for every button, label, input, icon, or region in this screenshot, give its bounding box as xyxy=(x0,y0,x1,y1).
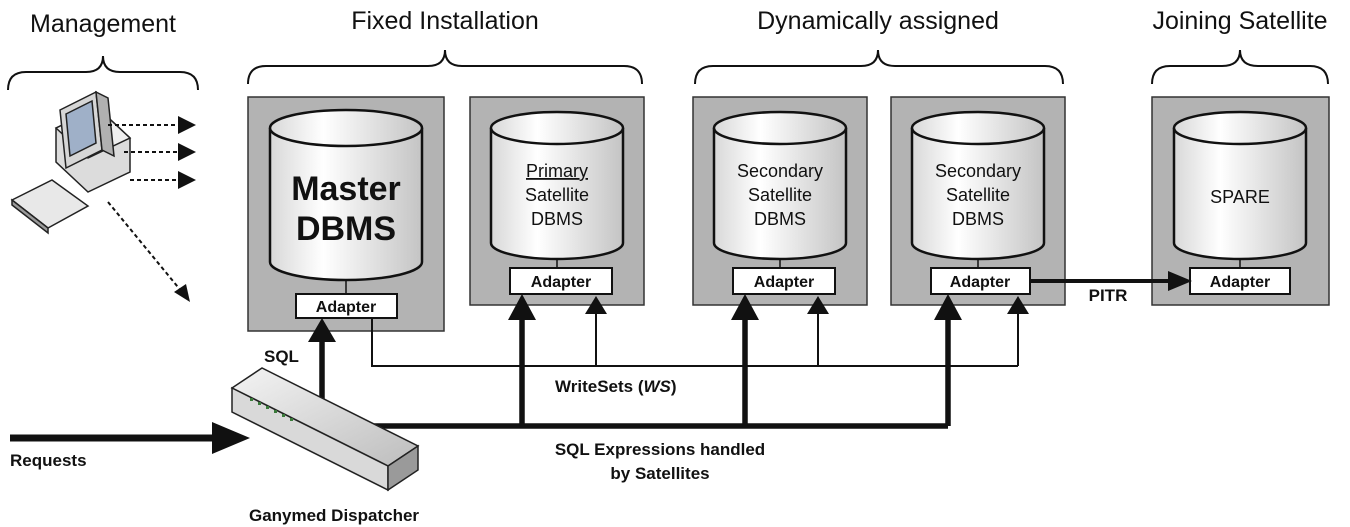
spare-label: SPARE xyxy=(1210,187,1270,207)
sql-label: SQL xyxy=(264,347,299,366)
adapter-secondary1-label: Adapter xyxy=(754,274,814,291)
secondary1-label-3: DBMS xyxy=(754,209,806,229)
cylinder-master xyxy=(268,108,424,282)
writesets-arrowhead-secondary1 xyxy=(807,296,829,314)
mgmt-arrowhead-1 xyxy=(178,116,196,134)
group-braces xyxy=(7,49,1329,91)
primary-label-2: Satellite xyxy=(525,185,589,205)
writesets-arrowhead-secondary2 xyxy=(1007,296,1029,314)
adapter-primary-label: Adapter xyxy=(531,274,591,291)
dispatcher-device xyxy=(230,367,420,492)
sql-arrowhead-master xyxy=(308,318,336,342)
secondary2-label-3: DBMS xyxy=(952,209,1004,229)
requests-label: Requests xyxy=(10,451,87,470)
mgmt-arrow-4 xyxy=(107,201,183,293)
header-dynamically-assigned: Dynamically assigned xyxy=(757,7,999,35)
adapter-secondary-2 xyxy=(930,267,1031,295)
adapter-secondary-1 xyxy=(732,267,836,295)
adapter-master-label: Adapter xyxy=(316,299,376,316)
secondary2-label-2: Satellite xyxy=(946,185,1010,205)
cylinder-secondary-2 xyxy=(910,110,1046,261)
primary-label-1: Primary xyxy=(526,161,588,181)
cylinder-secondary-1 xyxy=(712,110,848,261)
cylinder-spare xyxy=(1172,110,1308,261)
secondary1-label-2: Satellite xyxy=(748,185,812,205)
header-joining-satellite: Joining Satellite xyxy=(1152,7,1327,35)
adapter-spare xyxy=(1189,267,1291,295)
writesets-bus xyxy=(371,318,1018,367)
requests-arrowhead xyxy=(212,422,250,454)
header-fixed-installation: Fixed Installation xyxy=(351,7,539,35)
brace-dynamic xyxy=(694,49,1064,85)
brace-management xyxy=(7,55,199,91)
writesets-arrowhead-primary xyxy=(585,296,607,314)
writesets-label: WriteSets (WS) xyxy=(555,377,677,396)
adapter-master xyxy=(295,293,398,319)
sql-arrowhead-secondary2 xyxy=(934,294,962,320)
header-management: Management xyxy=(30,10,176,38)
dispatcher-label: Ganymed Dispatcher xyxy=(249,506,419,525)
mgmt-arrowhead-2 xyxy=(178,143,196,161)
pitr-arrowhead xyxy=(1168,271,1192,291)
brace-fixed xyxy=(247,49,643,85)
pitr-label: PITR xyxy=(1089,286,1128,305)
mgmt-arrowhead-3 xyxy=(178,171,196,189)
master-label-2: DBMS xyxy=(296,210,396,248)
sql-expressions-label-1: SQL Expressions handled xyxy=(555,440,765,459)
primary-label-3: DBMS xyxy=(531,209,583,229)
adapter-spare-label: Adapter xyxy=(1210,274,1270,291)
sql-arrowhead-secondary1 xyxy=(731,294,759,320)
cylinder-primary xyxy=(489,110,625,261)
secondary1-label-1: Secondary xyxy=(737,161,823,181)
adapter-primary xyxy=(509,267,613,295)
mgmt-arrowhead-4 xyxy=(174,284,190,302)
management-computer-icon xyxy=(10,90,132,235)
sql-arrowhead-primary xyxy=(508,294,536,320)
master-label-1: Master xyxy=(291,170,401,208)
secondary2-label-1: Secondary xyxy=(935,161,1021,181)
adapter-secondary2-label: Adapter xyxy=(950,274,1010,291)
brace-joining xyxy=(1151,49,1329,85)
sql-expressions-label-2: by Satellites xyxy=(610,464,709,483)
